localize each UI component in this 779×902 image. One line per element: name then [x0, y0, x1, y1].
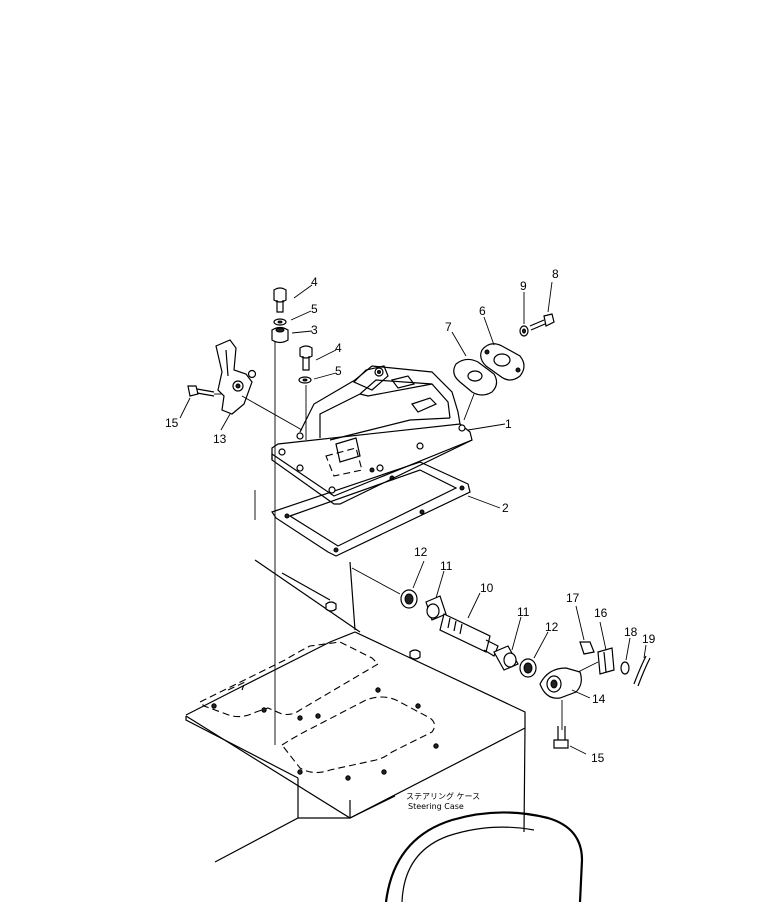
callout-10: 10: [480, 581, 494, 595]
callout-4-upper: 4: [311, 275, 318, 289]
callout-8: 8: [552, 267, 559, 281]
callout-13: 13: [213, 432, 227, 446]
lever: [215, 339, 303, 431]
callout-6: 6: [479, 304, 486, 318]
steering-case: [185, 559, 584, 902]
callout-4-lower: 4: [335, 341, 342, 355]
gasket: [271, 461, 471, 557]
shaft-assembly: [351, 567, 537, 678]
case-bolt-holes: [211, 687, 439, 781]
lever-bolt: [187, 385, 222, 397]
callout-2: 2: [502, 501, 509, 515]
callout-19: 19: [642, 632, 656, 646]
left-fastener-stack: [271, 287, 313, 440]
callout-7: 7: [445, 320, 452, 334]
callout-5-upper: 5: [311, 302, 318, 316]
caption-english: Steering Case: [408, 802, 464, 811]
lower-lever-set: [539, 641, 651, 749]
callout-3: 3: [311, 323, 318, 337]
top-cover: [271, 365, 473, 505]
leader-lines: [179, 281, 647, 755]
callout-11-right: 11: [517, 605, 530, 619]
callout-5-lower: 5: [335, 364, 342, 378]
callout-11-left: 11: [440, 559, 453, 573]
callout-14: 14: [592, 692, 606, 706]
caption-japanese: ステアリング ケース: [406, 791, 480, 801]
callout-9: 9: [520, 279, 527, 293]
callout-12-right: 12: [545, 620, 559, 634]
callout-15-right: 15: [591, 751, 605, 765]
callout-12-left: 12: [414, 545, 428, 559]
callout-18: 18: [624, 625, 638, 639]
callout-17: 17: [566, 591, 580, 605]
callout-16: 16: [594, 606, 608, 620]
callout-1: 1: [505, 417, 512, 431]
callout-labels: 4 5 3 4 5 8 9 6 7 1 2 15 13 12 11 10 17 …: [165, 267, 656, 765]
side-flange: [453, 313, 555, 421]
callout-15-left: 15: [165, 416, 179, 430]
